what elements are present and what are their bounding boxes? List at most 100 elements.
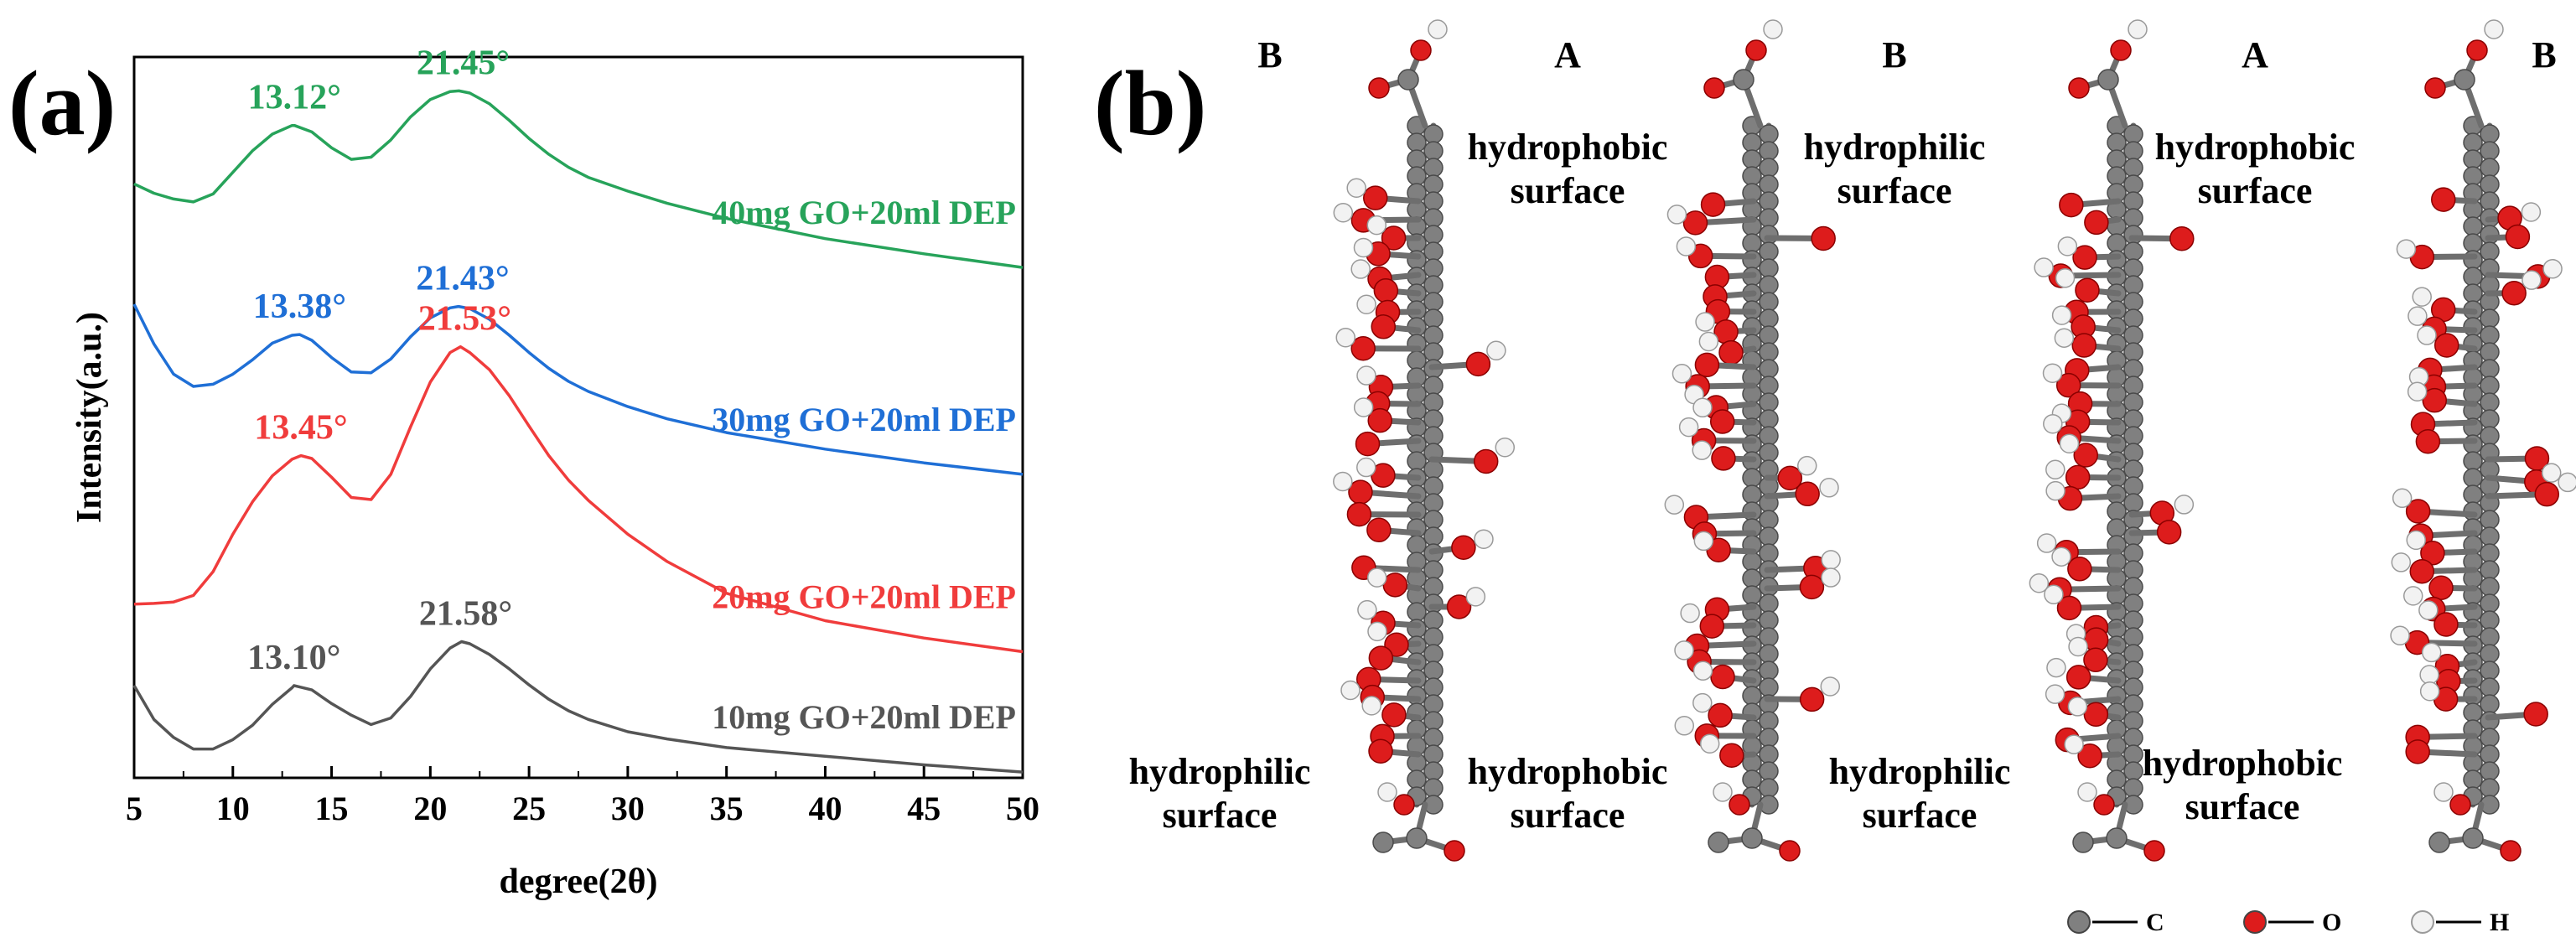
carbon-atom (2462, 827, 2484, 849)
carbon-atom (1397, 69, 1419, 91)
hydrogen-atom (2054, 328, 2075, 348)
carbon-atom (2123, 644, 2143, 664)
peak-label: 13.10° (247, 639, 340, 677)
peak-label: 21.58° (419, 594, 512, 633)
panel-b-label: (b) (1094, 52, 1206, 154)
carbon-atom (1759, 660, 1779, 681)
hydrogen-atom (1713, 782, 1733, 802)
oxygen-atom (2409, 558, 2435, 584)
carbon-atom (1407, 535, 1427, 555)
carbon-atom (2480, 677, 2500, 697)
oxygen-atom (1355, 431, 1381, 457)
carbon-atom (1759, 141, 1779, 161)
x-tick-label: 35 (710, 790, 744, 827)
hydrogen-atom (2057, 236, 2078, 256)
carbon-atom (2123, 543, 2143, 563)
hydrogen-atom (2067, 697, 2088, 717)
hydrogen-atom (2034, 257, 2054, 277)
hydrogen-atom (1465, 587, 1486, 607)
carbon-atom (2463, 250, 2483, 270)
carbon-atom (2480, 191, 2500, 211)
carbon-atom (2463, 166, 2483, 186)
carbon-atom (1407, 132, 1427, 153)
oxygen-atom (1708, 702, 1733, 728)
carbon-atom (2480, 761, 2500, 781)
oxygen-atom (2420, 541, 2445, 566)
carbon-atom (1759, 543, 1779, 563)
oxygen-atom (1363, 185, 1388, 210)
hydrogen-atom (2421, 642, 2442, 663)
carbon-atom (1742, 166, 1762, 186)
carbon-atom (1759, 241, 1779, 262)
carbon-atom (1423, 208, 1443, 228)
carbon-atom (2463, 434, 2483, 454)
hydrogen-atom (2044, 584, 2064, 605)
hydrophilic-surface-label: hydrophilic (1829, 751, 2011, 792)
carbon-atom (1423, 275, 1443, 295)
carbon-atom (1423, 694, 1443, 714)
carbon-atom (2463, 686, 2483, 706)
oxygen-atom (1719, 743, 1744, 768)
graphene-oxide-sheets (1333, 19, 2576, 862)
hydrogen-atom (1693, 531, 1714, 552)
carbon-atom (2123, 426, 2143, 446)
hydrogen-atom (1797, 455, 1817, 476)
carbon-atom (1759, 376, 1779, 396)
oxygen-atom (1451, 535, 1476, 560)
carbon-atom (1406, 827, 1428, 849)
hydrogen-atom (2406, 530, 2426, 551)
oxygen-atom (2500, 840, 2522, 862)
carbon-atom (2107, 518, 2127, 538)
hydrogen-atom (1692, 440, 1712, 460)
hydrogen-atom (1474, 529, 1494, 549)
x-tick-label: 45 (907, 790, 941, 827)
series-line (132, 640, 1024, 774)
carbon-atom (1407, 769, 1427, 790)
carbon-atom (2123, 359, 2143, 379)
carbon-atom (2123, 141, 2143, 161)
carbon-atom (1759, 778, 1779, 798)
carbon-atom (2123, 476, 2143, 496)
hydrogen-atom (1699, 733, 1720, 754)
carbon-atom (1759, 208, 1779, 228)
oxygen-atom (1682, 210, 1708, 236)
carbon-atom (2480, 660, 2500, 681)
carbon-atom (2123, 593, 2143, 614)
hydrogen-atom (2045, 459, 2065, 480)
hydrogen-atom (1357, 599, 1377, 620)
carbon-atom (2123, 241, 2143, 262)
oxygen-atom (1393, 794, 1415, 816)
oxygen-atom (2068, 77, 2090, 99)
hydrogen-atom (2408, 306, 2428, 326)
carbon-atom (1759, 744, 1779, 764)
carbon-atom (1423, 761, 1443, 781)
carbon-atom (1759, 325, 1779, 345)
carbon-atom (2123, 409, 2143, 429)
carbon-atom (2480, 158, 2500, 178)
carbon-atom (1407, 686, 1427, 706)
hydrogen-atom (2541, 463, 2562, 483)
hydrogen-atom (2045, 480, 2065, 501)
carbon-atom (2123, 627, 2143, 647)
oxygen-atom (2084, 210, 2109, 236)
carbon-atom (2123, 728, 2143, 748)
carbon-atom (2123, 610, 2143, 630)
surface-labels: hydrophobicsurfacehydrophilicsurfacehydr… (1129, 127, 2356, 836)
oxygen-atom (1694, 352, 1720, 378)
hydrogen-atom (1346, 178, 1366, 198)
oxygen-atom (1381, 702, 1407, 728)
oxygen-atom (2405, 499, 2431, 524)
carbon-atom (2480, 426, 2500, 446)
carbon-atom (1423, 593, 1443, 614)
carbon-atom (2480, 577, 2500, 597)
oxygen-atom (1373, 277, 1399, 303)
legend-atom-label: H (2490, 909, 2509, 936)
carbon-atom (1423, 376, 1443, 396)
oxygen-atom (2422, 387, 2448, 413)
oxygen-atom (1711, 446, 1736, 471)
oxygen-atom (1368, 77, 1390, 99)
hydrogen-atom (1428, 19, 1448, 39)
carbon-atom (1759, 526, 1779, 547)
